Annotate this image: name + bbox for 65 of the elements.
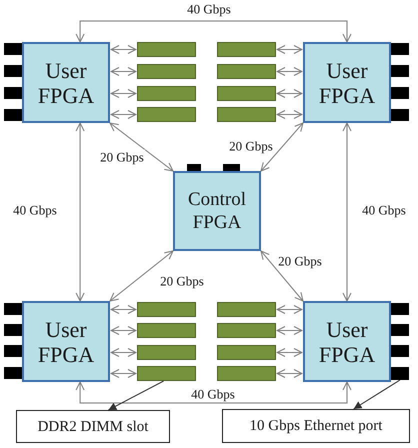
edge-label: 40 Gbps	[12, 202, 58, 218]
double-arrow	[110, 89, 136, 98]
double-arrow	[276, 326, 302, 335]
memory-slot-icon	[137, 366, 196, 381]
memory-slot-icon	[217, 86, 276, 101]
double-arrow	[110, 326, 136, 335]
block-label: Control FPGA	[186, 188, 248, 234]
memory-slot-icon	[137, 107, 196, 122]
double-arrow	[276, 305, 302, 314]
edge-label: 20 Gbps	[277, 254, 323, 268]
memory-slot-icon	[217, 323, 276, 338]
callout-label: 10 Gbps Ethernet port	[250, 417, 382, 435]
memory-slot-icon	[137, 42, 196, 57]
fpga-block	[303, 42, 391, 123]
edge-label: 20 Gbps	[228, 138, 274, 154]
memory-slot-icon	[217, 345, 276, 360]
callout-box	[222, 409, 410, 443]
callout-box	[16, 410, 170, 443]
callout-label: DDR2 DIMM slot	[38, 418, 148, 436]
block-label: User FPGA	[318, 58, 376, 108]
memory-slot-icon	[217, 366, 276, 381]
double-arrow	[110, 67, 136, 76]
memory-slot-icon	[137, 64, 196, 79]
memory-slot-icon	[217, 302, 276, 317]
double-arrow	[342, 122, 352, 302]
memory-slot-icon	[137, 323, 196, 338]
double-arrow	[110, 110, 136, 119]
double-arrow	[110, 122, 174, 172]
double-arrow	[76, 122, 85, 302]
double-arrow	[110, 250, 174, 302]
memory-slot-icon	[217, 107, 276, 122]
double-arrow	[276, 67, 302, 76]
memory-slot-icon	[217, 64, 276, 79]
edge-label: 40 Gbps	[190, 386, 236, 402]
edge-label: 20 Gbps	[99, 150, 145, 164]
leader-arrow	[353, 380, 400, 410]
fpga-block	[22, 301, 110, 382]
memory-slot-icon	[217, 42, 276, 57]
fpga-block	[303, 301, 391, 382]
double-arrow	[110, 348, 136, 357]
double-arrow	[276, 369, 302, 378]
leader-arrow	[108, 380, 164, 410]
memory-slot-icon	[137, 345, 196, 360]
double-arrow	[260, 250, 304, 302]
edge-label: 20 Gbps	[159, 274, 205, 288]
port-tab-icon	[391, 367, 409, 380]
memory-slot-icon	[137, 86, 196, 101]
double-arrow	[276, 89, 302, 98]
double-arrow	[110, 305, 136, 314]
edge-label: 40 Gbps	[186, 2, 232, 16]
memory-slot-icon	[137, 302, 196, 317]
double-arrow	[276, 348, 302, 357]
block-label: User FPGA	[36, 58, 96, 108]
double-arrow	[276, 45, 302, 54]
edge-label: 40 Gbps	[361, 202, 407, 218]
double-arrow	[260, 122, 304, 172]
fpga-block	[22, 42, 110, 123]
double-arrow	[76, 382, 352, 404]
double-arrow	[76, 20, 352, 42]
double-arrow	[276, 110, 302, 119]
block-label: User FPGA	[318, 316, 376, 366]
double-arrow	[110, 45, 136, 54]
block-label: User FPGA	[36, 316, 96, 366]
fpga-block	[173, 171, 261, 251]
double-arrow	[110, 369, 136, 378]
